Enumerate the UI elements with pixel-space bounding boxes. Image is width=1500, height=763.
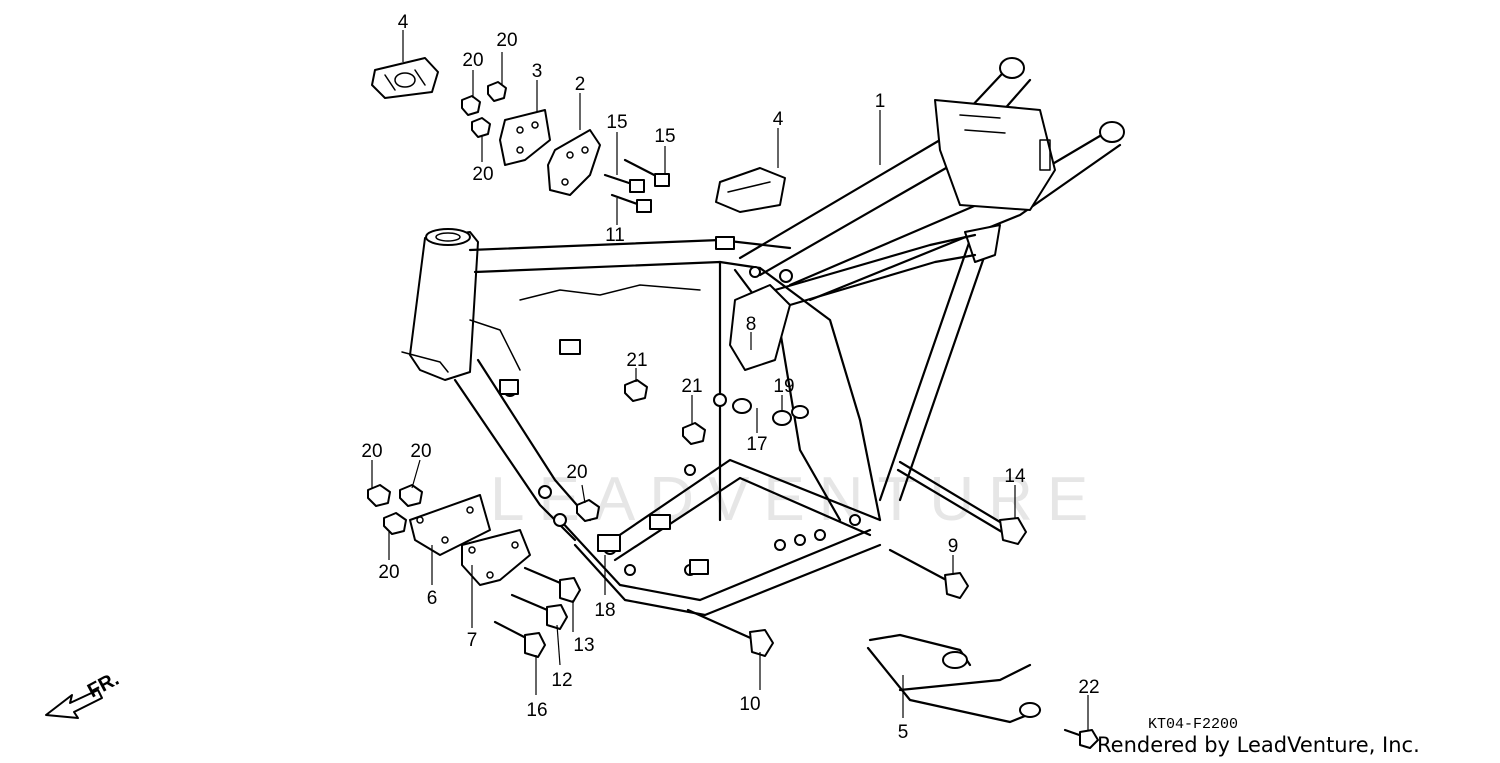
callout-20-left-c: 20 [378,562,399,583]
front-arrow: FR. [45,668,123,719]
callout-17: 17 [746,434,767,455]
callout-15-b: 15 [654,126,675,147]
callout-12: 12 [551,670,572,691]
part-7-bracket [461,529,531,586]
callout-8: 8 [746,314,757,335]
part-5-guard [866,633,1042,724]
part-10-bolt [686,608,774,657]
drawing-code: KT04-F2200 [1148,716,1238,733]
part-21-nut-a [624,379,648,402]
part-15-bolts [603,158,670,213]
callout-19: 19 [773,376,794,397]
part-6-bracket [409,494,491,556]
part-2-bracket [547,129,601,196]
main-frame [401,57,1125,617]
callout-21-a: 21 [626,350,647,371]
part-9-bolt [888,548,969,599]
part-4-rubber-left [371,57,439,99]
callout-2: 2 [575,74,586,95]
callouts: 4 20 20 3 2 15 15 20 11 4 1 8 21 21 19 1… [361,12,1099,743]
credit-text: Rendered by LeadVenture, Inc. [1097,733,1420,757]
part-14-bolt [896,460,1027,545]
part-3-bracket [499,109,551,166]
front-arrow-icon [45,689,103,719]
part-17-19-collars [732,398,809,426]
callout-16: 16 [526,700,547,721]
callout-9: 9 [948,536,959,557]
callout-14: 14 [1004,466,1026,487]
part-21-nut-b [682,422,706,445]
callout-20-top-c: 20 [472,164,493,185]
callout-15-a: 15 [606,112,627,133]
callout-21-b: 21 [681,376,702,397]
callout-5: 5 [898,722,909,743]
callout-4-left: 4 [398,12,409,33]
part-4-rubber-right [715,167,786,213]
part-20-nuts-left [367,484,600,535]
callout-20-top-a: 20 [462,50,483,71]
callout-18: 18 [594,600,615,621]
callout-6: 6 [427,588,438,609]
leader-lines [371,30,1089,730]
callout-11: 11 [605,225,625,246]
callout-22: 22 [1078,677,1099,698]
callout-3: 3 [532,61,543,82]
callout-20-center: 20 [566,462,587,483]
part-12-13-16-bolts [493,566,581,658]
callout-20-top-b: 20 [496,30,517,51]
callout-7: 7 [467,630,478,651]
callout-1: 1 [875,91,886,112]
part-8-plate [729,284,791,371]
callout-20-left-b: 20 [410,441,431,462]
part-20-nuts-top [461,81,507,138]
callout-13: 13 [573,635,594,656]
callout-10: 10 [739,694,760,715]
callout-20-left-a: 20 [361,441,382,462]
part-22-bolt [1063,728,1099,749]
callout-4-right: 4 [773,109,784,130]
